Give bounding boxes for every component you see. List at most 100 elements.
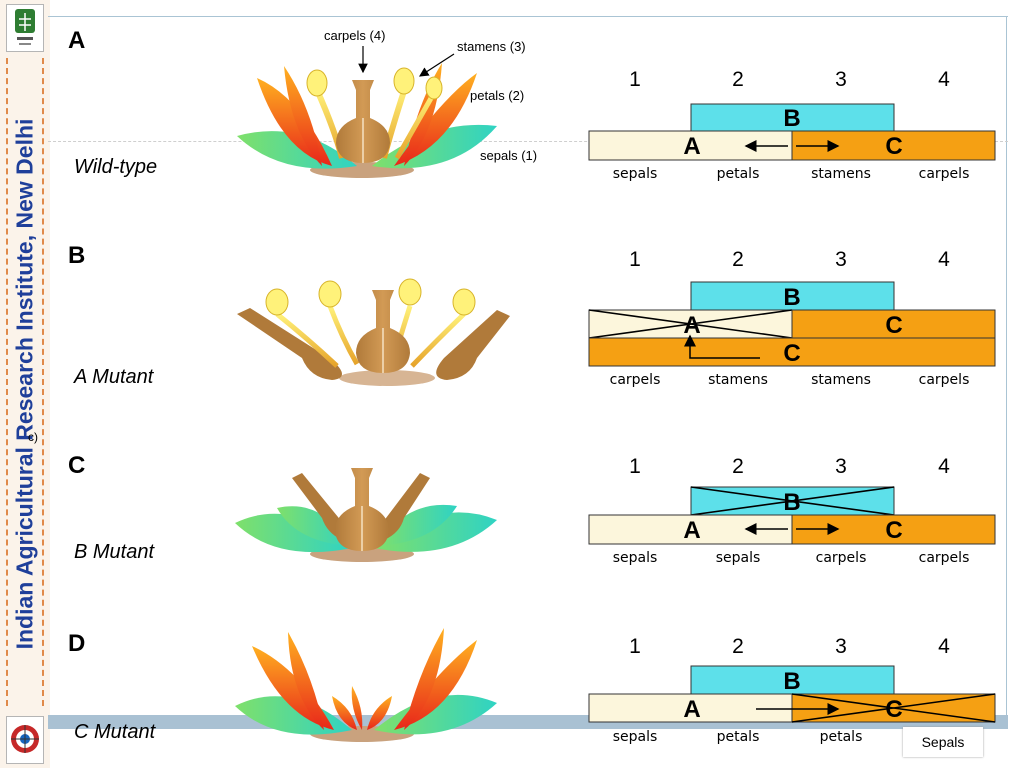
abc-model-wild-type: 1 2 3 4 B A C sepals petals stamens carp… [588,68,996,182]
label-sepals: sepals (1) [480,148,537,163]
whorl-number: 4 [938,68,950,91]
organ-label: carpels [816,550,867,566]
anther [425,76,443,100]
class-b-box [690,665,895,695]
frame-right-line [1006,16,1007,728]
cross-out-mark [690,486,895,516]
inner-petal [351,686,363,730]
class-a-label: A [683,133,700,160]
organ-label: stamens [811,166,871,182]
whorl-number: 1 [629,68,641,91]
stamen-filament [327,305,360,366]
whorl-number: 3 [835,635,847,658]
inner-petal [332,696,357,730]
emblem-logo-icon [6,716,44,764]
flower-c-mutant [235,628,497,742]
label-stamens: stamens (3) [457,39,526,54]
class-a-box [588,693,793,723]
class-b-label: B [783,668,800,695]
class-b-box [690,281,895,311]
sepal [235,513,352,553]
organ-label: petals [717,729,760,745]
sepal [377,504,457,546]
panel-a-mutant: B A Mutant 1 2 3 4 B A [68,242,996,388]
panel-letter: A [68,27,85,54]
organ-label: carpels [610,372,661,388]
stamen-filament [394,91,437,160]
sidebar: Indian Agricultural Research Institute, … [0,0,50,768]
whorl-number: 2 [732,248,744,271]
institute-logo-icon [6,4,44,52]
anther [393,67,415,95]
class-c-expanded-box [588,337,996,367]
organ-label: carpels [919,550,970,566]
class-c-box [791,309,996,339]
dashed-guide-line [48,141,1008,142]
class-b-label: B [783,284,800,311]
whorl-number: 4 [938,455,950,478]
class-a-label: A [683,312,700,339]
label-petals: petals (2) [470,88,524,103]
class-b-label: B [783,489,800,516]
flower-labels: carpels (4) stamens (3) petals (2) sepal… [324,28,537,163]
expansion-arrow [684,334,760,359]
whorl-number: 3 [835,248,847,271]
organ-label: sepals [716,550,761,566]
panel-label: C Mutant [74,721,157,743]
label-carpels: carpels (4) [324,28,385,43]
petal [404,628,444,730]
cross-out-mark [791,693,996,723]
flower-wild-type [237,63,497,178]
organ-label: sepals [613,166,658,182]
anther [452,288,476,316]
sidebar-border [6,58,44,706]
abc-model-c-mutant: 1 2 3 4 B A C sepals petals petals [588,635,996,745]
class-c-expanded-label: C [783,340,800,367]
pointer-arrow [418,53,455,77]
panel-letter: C [68,452,85,479]
anther [265,288,289,316]
class-c-label: C [885,517,902,544]
whorl-number: 2 [732,455,744,478]
organ-label: sepals [613,550,658,566]
abc-model-a-mutant: 1 2 3 4 B A C C carpels stamens stamens … [588,248,996,388]
class-c-label: C [885,696,902,723]
abc-model-diagram: A Wild-type carpels (4) stamens (3) peta… [68,27,996,745]
frame-top-line [48,16,1008,17]
anther [306,69,328,97]
class-c-label: C [885,312,902,339]
organ-label: petals [717,166,760,182]
whorl-number: 2 [732,68,744,91]
sepal [277,506,352,546]
carpel-whorl [436,310,510,380]
inner-petal [367,696,392,730]
panel-label: B Mutant [74,541,155,563]
panel-wild-type: A Wild-type carpels (4) stamens (3) peta… [68,27,996,182]
anther [398,278,422,306]
whorl-number: 1 [629,248,641,271]
institute-name: Indian Agricultural Research Institute, … [11,118,38,650]
abc-model-b-mutant: 1 2 3 4 B A C sepals sepals carpels carp… [588,455,996,566]
whorl-number: 3 [835,455,847,478]
note-label: c) [28,430,38,444]
organ-label: stamens [708,372,768,388]
class-b-label: B [783,105,800,132]
organ-label: carpels [919,166,970,182]
carpel-whorl [237,308,342,380]
organ-label: stamens [811,372,871,388]
panel-label: Wild-type [74,156,157,178]
cross-out-mark [588,309,793,339]
panel-label: A Mutant [73,366,155,388]
flower-a-mutant [237,278,510,386]
class-a-label: A [683,696,700,723]
panel-letter: D [68,630,85,657]
sepals-callout: Sepals [903,727,983,757]
class-b-box [690,103,895,132]
organ-label: petals [820,729,863,745]
panel-c-mutant: D C Mutant 1 2 3 4 B A C [68,628,996,745]
stamen-filament [275,312,339,368]
whorl-number: 4 [938,635,950,658]
organ-label: carpels [919,372,970,388]
panel-b-mutant: C B Mutant 1 2 3 4 B A C [68,452,996,566]
whorl-number: 1 [629,635,641,658]
